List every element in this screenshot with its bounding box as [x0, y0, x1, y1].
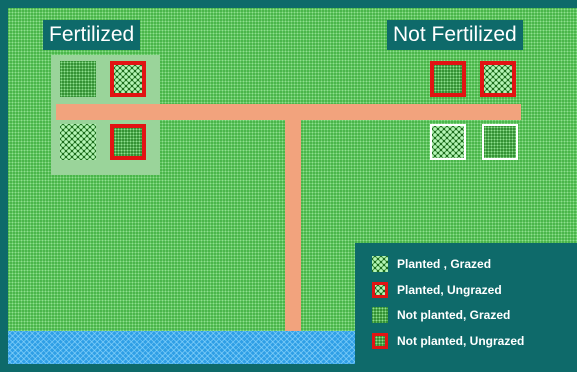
legend-label: Not planted, Ungrazed: [397, 334, 524, 348]
legend-item-not-planted-ungrazed: Not planted, Ungrazed: [372, 333, 524, 349]
not-planted-grazed-swatch-icon: [372, 307, 388, 323]
legend-item-not-planted-grazed: Not planted, Grazed: [372, 307, 510, 323]
not-fertilized-label: Not Fertilized: [387, 20, 523, 50]
plot-not-fertilized-not-planted-grazed: [482, 124, 518, 160]
plot-fertilized-planted-ungrazed: [110, 61, 146, 97]
planted-ungrazed-swatch-icon: [372, 282, 388, 298]
plot-fertilized-planted-grazed: [60, 124, 96, 160]
not-planted-ungrazed-swatch-icon: [372, 333, 388, 349]
legend-label: Planted, Ungrazed: [397, 283, 502, 297]
legend-item-planted-grazed: Planted , Grazed: [372, 256, 491, 272]
legend-label: Planted , Grazed: [397, 257, 491, 271]
plot-fertilized-not-planted-ungrazed: [110, 124, 146, 160]
plot-not-fertilized-planted-grazed: [430, 124, 466, 160]
plot-not-fertilized-not-planted-ungrazed: [430, 61, 466, 97]
legend-label: Not planted, Grazed: [397, 308, 510, 322]
fertilized-label: Fertilized: [43, 20, 140, 50]
plot-not-fertilized-planted-ungrazed: [480, 61, 516, 97]
vertical-path: [285, 108, 301, 334]
legend: Planted , Grazed Planted, Ungrazed Not p…: [355, 243, 577, 372]
plot-fertilized-not-planted-grazed: [60, 61, 96, 97]
planted-grazed-swatch-icon: [372, 256, 388, 272]
legend-item-planted-ungrazed: Planted, Ungrazed: [372, 282, 502, 298]
